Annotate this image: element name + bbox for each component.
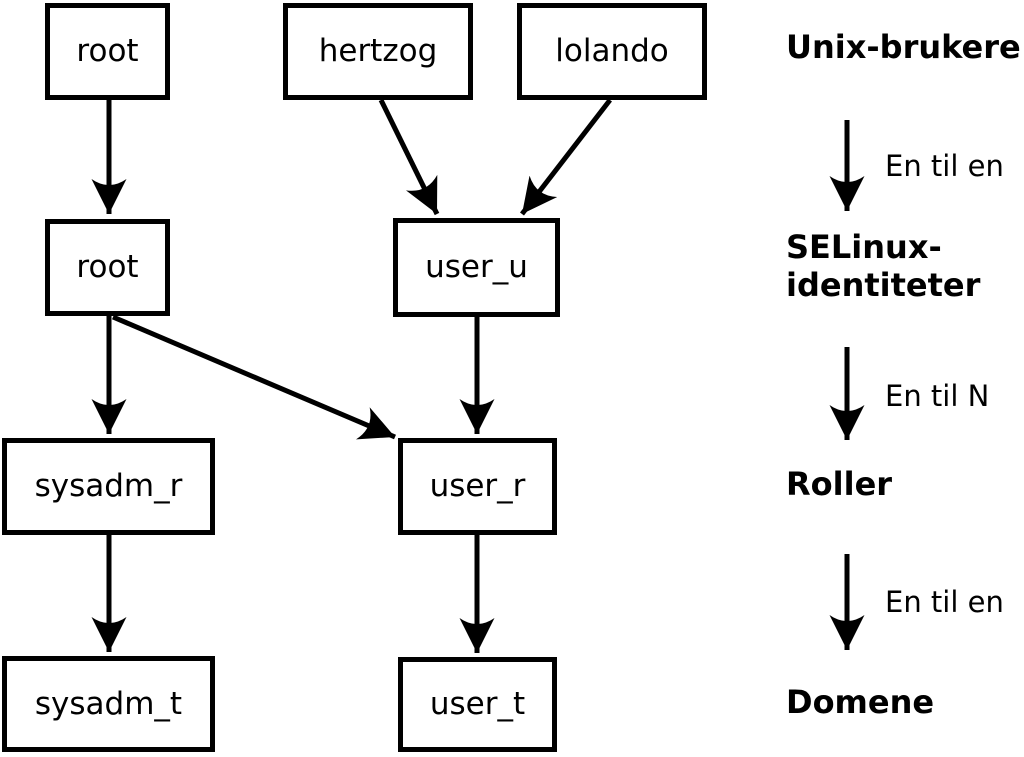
node-selinux-identity-user-u: user_u bbox=[393, 218, 560, 317]
node-selinux-identity-root: root bbox=[45, 219, 170, 316]
node-label: sysadm_r bbox=[34, 468, 183, 505]
node-label: user_u bbox=[425, 249, 528, 286]
node-domain-user-t: user_t bbox=[398, 657, 557, 752]
legend-relation-one-to-one-2: En til en bbox=[885, 585, 1004, 619]
legend-heading-selinux-identities: SELinux- identiteter bbox=[786, 228, 981, 304]
node-domain-sysadm-t: sysadm_t bbox=[2, 656, 215, 752]
legend-heading-unix-users: Unix-brukere bbox=[786, 28, 1021, 66]
node-role-sysadm-r: sysadm_r bbox=[2, 438, 215, 535]
node-label: sysadm_t bbox=[34, 685, 183, 722]
node-role-user-r: user_r bbox=[398, 438, 557, 535]
node-label: user_r bbox=[429, 468, 526, 505]
edge-root-to-user-r bbox=[112, 314, 396, 440]
node-label: user_t bbox=[429, 686, 526, 723]
node-label: root bbox=[76, 33, 139, 70]
legend-heading-domains: Domene bbox=[786, 683, 935, 721]
node-unix-user-lolando: lolando bbox=[517, 3, 707, 100]
legend-heading-roles: Roller bbox=[786, 465, 893, 503]
edge-lolando-to-user-u bbox=[520, 98, 612, 216]
legend-relation-one-to-one: En til en bbox=[885, 149, 1004, 183]
node-label: root bbox=[76, 249, 139, 286]
node-label: hertzog bbox=[318, 33, 438, 70]
node-unix-user-hertzog: hertzog bbox=[283, 3, 473, 100]
legend-relation-one-to-n: En til N bbox=[885, 379, 990, 413]
edge-hertzog-to-user-u bbox=[378, 98, 440, 216]
node-label: lolando bbox=[555, 33, 669, 70]
node-unix-user-root: root bbox=[45, 3, 170, 100]
